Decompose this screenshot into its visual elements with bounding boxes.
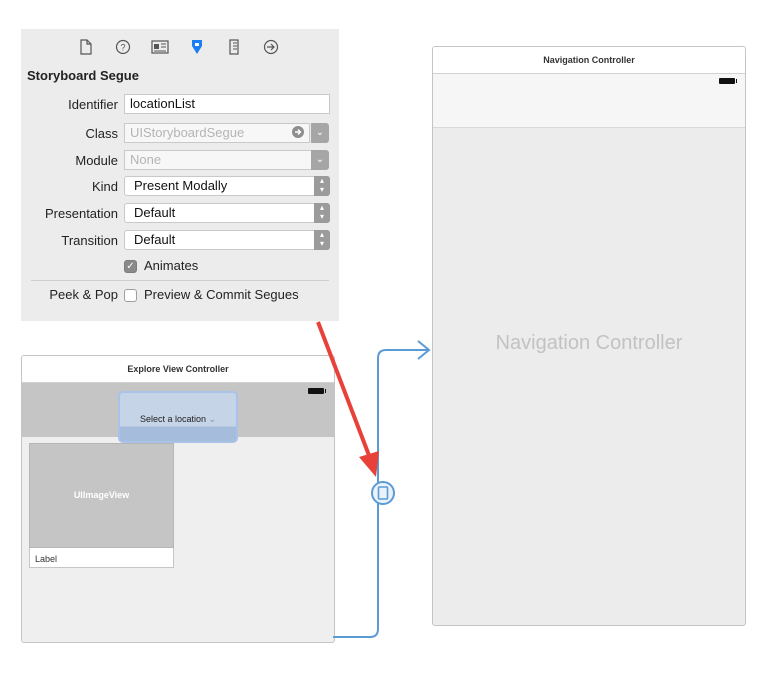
- segue-node-icon[interactable]: [371, 481, 395, 505]
- scene-placeholder-text: Navigation Controller: [495, 332, 683, 354]
- chevron-down-icon: ⌄: [208, 414, 217, 424]
- image-view[interactable]: UIImageView: [29, 443, 174, 548]
- identity-icon[interactable]: [149, 36, 171, 58]
- presentation-popup[interactable]: Default ▴▾: [124, 203, 330, 223]
- segue-connection-line[interactable]: [333, 340, 431, 638]
- svg-text:?: ?: [120, 43, 125, 53]
- help-icon[interactable]: ?: [112, 36, 134, 58]
- kind-label: Kind: [91, 179, 118, 194]
- peek-pop-checkbox[interactable]: [124, 289, 137, 302]
- identifier-label: Identifier: [68, 97, 118, 112]
- inspector-toolbar: ?: [21, 29, 339, 65]
- scene-title[interactable]: Navigation Controller: [433, 47, 745, 74]
- transition-popup[interactable]: Default ▴▾: [124, 230, 330, 250]
- peek-pop-label: Peek & Pop: [49, 287, 118, 302]
- battery-icon: [308, 388, 326, 394]
- file-icon[interactable]: [75, 36, 97, 58]
- navigation-controller-scene[interactable]: Navigation Controller Navigation Control…: [432, 46, 746, 626]
- select-location-label: Select a location: [139, 414, 206, 424]
- connections-icon[interactable]: [260, 36, 282, 58]
- class-field[interactable]: UIStoryboardSegue: [124, 123, 310, 143]
- kind-stepper-icon: ▴▾: [314, 176, 330, 196]
- size-icon[interactable]: [223, 36, 245, 58]
- kind-value: Present Modally: [134, 178, 228, 193]
- class-label: Class: [85, 126, 118, 141]
- class-dropdown-button[interactable]: ⌄: [311, 123, 329, 143]
- attributes-inspector: ? Storyboard Segue Identifier locationLi…: [21, 29, 339, 321]
- navigation-bar[interactable]: [433, 74, 745, 128]
- explore-view-controller-scene[interactable]: Explore View Controller Select a locatio…: [21, 355, 335, 643]
- select-location-button[interactable]: Select a location ⌄: [118, 391, 238, 443]
- attributes-icon[interactable]: [186, 36, 208, 58]
- identifier-field[interactable]: locationList: [124, 94, 330, 114]
- section-title: Storyboard Segue: [27, 68, 139, 83]
- module-dropdown-button[interactable]: ⌄: [311, 150, 329, 170]
- presentation-label: Presentation: [45, 206, 118, 221]
- battery-icon: [719, 78, 737, 84]
- module-field[interactable]: None: [124, 150, 312, 170]
- presentation-stepper-icon: ▴▾: [314, 203, 330, 223]
- peek-pop-option-label: Preview & Commit Segues: [144, 287, 299, 302]
- presentation-value: Default: [134, 205, 176, 220]
- transition-label: Transition: [61, 233, 118, 248]
- transition-stepper-icon: ▴▾: [314, 230, 330, 250]
- animates-checkbox[interactable]: ✓: [124, 260, 137, 273]
- module-label: Module: [75, 153, 118, 168]
- arrow-circle-icon[interactable]: [291, 125, 305, 139]
- animates-label: Animates: [144, 258, 199, 273]
- image-label[interactable]: Label: [29, 548, 174, 568]
- kind-popup[interactable]: Present Modally ▴▾: [124, 176, 330, 196]
- transition-value: Default: [134, 232, 176, 247]
- scene-title[interactable]: Explore View Controller: [22, 356, 334, 383]
- divider: [31, 280, 329, 281]
